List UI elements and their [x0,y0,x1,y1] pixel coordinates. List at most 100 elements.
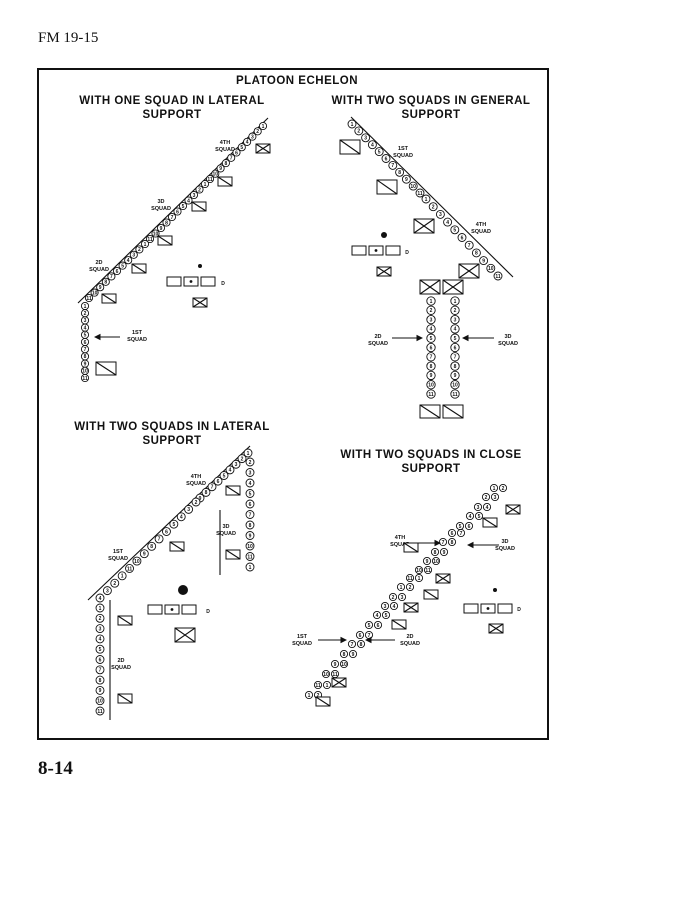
soldier-number: 10 [410,184,416,190]
soldier-marker [173,207,182,216]
vehicle-symbol-cross [435,573,451,584]
soldier-marker [145,234,155,244]
soldier-number: 1 [418,576,421,582]
panel-title-two-lateral-line2: SUPPORT [142,435,201,447]
soldier-number: 8 [360,642,363,648]
soldier-marker [195,185,204,194]
soldier-number: 3 [84,318,87,324]
soldier-marker [95,593,105,603]
soldier-number: 3 [454,317,457,323]
soldier-number: 9 [160,226,163,232]
label-2d-squad-p1a: 2D [95,260,102,266]
soldier-marker [372,610,382,620]
soldier-marker [395,167,405,177]
soldier-number: 2 [432,205,435,211]
soldier-marker [347,639,357,649]
soldier-marker [464,521,474,531]
soldier-marker [167,212,177,222]
soldier-number: 5 [453,228,456,234]
soldier-number: 9 [199,496,202,502]
panel-title-one-lateral-line1: WITH ONE SQUAD IN LATERAL [79,95,264,107]
soldier-number: 1 [99,606,102,612]
soldier-number: 3 [384,604,387,610]
soldier-number: 3 [235,462,238,468]
soldier-number: 7 [99,668,102,674]
soldier-number: 7 [171,215,174,221]
soldier-number: 10 [82,369,88,375]
soldier-marker [374,147,384,157]
soldier-marker [304,690,314,700]
soldier-number: 5 [249,491,252,497]
label-3d-squad-p1b: SQUAD [151,206,171,212]
soldier-number: 6 [430,345,433,351]
soldier-number: 8 [205,490,208,496]
vehicle-symbol-cross [419,404,441,419]
soldier-number: 2 [249,460,252,466]
soldier-marker [381,610,391,620]
label-1st-squad-p3b: SQUAD [108,556,128,562]
soldier-number: 3 [430,317,433,323]
soldier-number: 4 [430,327,433,333]
label-1st-squad-p1b: SQUAD [127,337,147,343]
panel-title-two-general-line1: WITH TWO SQUADS IN GENERAL [332,95,531,107]
vehicle-symbol-cross [157,235,173,246]
soldier-marker [117,571,127,581]
soldier-number: 5 [385,613,388,619]
soldier-number: 7 [110,274,113,280]
vehicle-symbol-cross [225,485,241,496]
soldier-number: 2 [99,616,102,622]
soldier-number: 9 [99,285,102,291]
label-2d-squad-p4b: SQUAD [400,641,420,647]
leader-symbol [493,588,497,592]
soldier-marker [450,324,460,334]
soldier-marker [489,483,499,493]
soldier-number: 1 [204,182,207,188]
soldier-marker [95,665,105,675]
soldier-number: 9 [249,533,252,539]
soldier-number: 11 [147,237,153,243]
soldier-marker [90,288,99,297]
vehicle-symbol-cross [403,602,419,613]
soldier-number: 7 [368,633,371,639]
soldier-number: 6 [176,209,179,215]
hq-d-label-p2: D [405,250,409,256]
label-1st-squad-p4a: 1ST [297,634,308,640]
vehicle-symbol-cross [442,404,464,419]
soldier-marker [465,511,475,521]
soldier-marker [201,487,211,497]
soldier-marker [231,459,241,469]
soldier-marker [107,272,116,281]
soldier-marker [232,148,241,157]
soldier-marker [95,644,105,654]
soldier-marker [330,659,340,669]
label-4th-squad-p2a: 4TH [476,222,486,228]
soldier-number: 6 [377,623,380,629]
soldier-number: 1 [262,124,265,130]
vehicle-symbol-cross [376,266,392,277]
soldier-number: 9 [84,361,87,367]
soldier-marker [221,159,230,168]
soldier-marker [95,634,105,644]
label-4th-squad-p3a: 4TH [191,474,201,480]
vehicle-symbol-cross [95,361,117,376]
soldier-number: 11 [207,177,213,183]
panel-title-two-close-line2: SUPPORT [401,463,460,475]
soldier-number: 10 [452,383,458,389]
vehicle-symbol-cross [413,218,435,234]
soldier-number: 8 [225,161,228,167]
soldier-number: 7 [230,156,233,162]
soldier-marker [95,696,105,706]
soldier-number: 5 [459,524,462,530]
vehicle-symbol-cross [376,179,398,195]
soldier-marker [364,620,374,630]
leader-dot [486,607,490,610]
soldier-number: 10 [92,290,98,296]
soldier-number: 6 [454,345,457,351]
soldier-number: 1 [493,486,496,492]
soldier-number: 8 [430,364,433,370]
soldier-marker [482,502,492,512]
label-2d-squad-p2a: 2D [374,334,381,340]
label-4th-squad-p1b: SQUAD [215,147,235,153]
soldier-marker [450,361,460,371]
soldier-number: 11 [417,191,423,197]
